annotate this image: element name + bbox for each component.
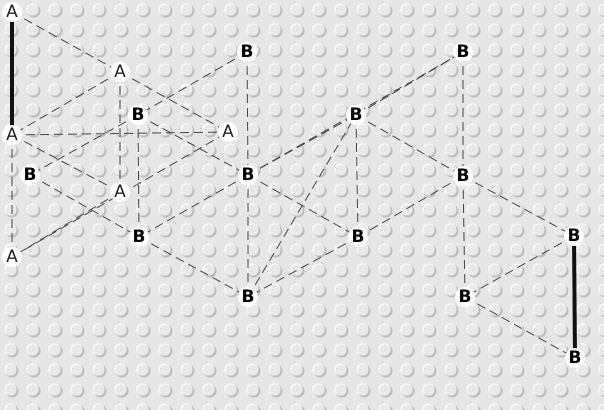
- node-label: B: [133, 227, 146, 247]
- edge-b7-b8: [355, 114, 359, 238]
- node-label: A: [6, 2, 18, 22]
- node-halo: [110, 62, 130, 82]
- node-halo: [564, 226, 584, 246]
- node-halo: [238, 165, 258, 185]
- node-label: B: [569, 348, 582, 368]
- node-a6: A: [218, 122, 238, 142]
- edge-b2-b5: [137, 114, 249, 176]
- node-label: B: [350, 105, 363, 125]
- node-b6: B: [238, 287, 258, 307]
- edge-b10-b11: [462, 175, 575, 237]
- node-label: B: [242, 287, 255, 307]
- node-label: A: [6, 247, 18, 267]
- node-b13: B: [565, 348, 585, 368]
- edge-b2-b3: [29, 114, 139, 176]
- node-halo: [2, 247, 22, 267]
- edge-b1-b2: [137, 51, 248, 116]
- node-b12: B: [455, 287, 475, 307]
- edge-layer: [10, 11, 577, 359]
- edge-a4-a6: [119, 71, 229, 133]
- node-a3: A: [2, 247, 22, 267]
- node-label: B: [132, 105, 145, 125]
- node-b10: B: [453, 166, 473, 186]
- node-halo: [346, 105, 366, 125]
- edge-b7-b9: [355, 51, 464, 116]
- node-label: A: [6, 125, 18, 145]
- edge-b1-b5: [246, 51, 249, 176]
- edge-b10-b12: [462, 175, 466, 298]
- node-b8: B: [348, 227, 368, 247]
- node-halo: [455, 287, 475, 307]
- node-a5: A: [110, 182, 130, 202]
- node-halo: [565, 348, 585, 368]
- node-halo: [238, 287, 258, 307]
- edge-b4-b6: [138, 236, 249, 298]
- node-halo: [128, 105, 148, 125]
- edge-b8-b6: [247, 236, 359, 298]
- node-b4: B: [129, 227, 149, 247]
- edge-b7-b10: [355, 114, 464, 177]
- node-label: B: [457, 42, 470, 62]
- node-label: A: [114, 62, 126, 82]
- node-label: B: [242, 165, 255, 185]
- edge-b11-b13: [572, 235, 577, 359]
- node-a4: A: [110, 62, 130, 82]
- node-label: A: [114, 182, 126, 202]
- node-halo: [237, 42, 257, 62]
- node-halo: [348, 227, 368, 247]
- edge-b5-b8: [247, 174, 359, 238]
- node-halo: [20, 165, 40, 185]
- edge-b8-b10: [357, 175, 464, 238]
- node-halo: [453, 42, 473, 62]
- node-label: B: [568, 226, 581, 246]
- node-label: B: [352, 227, 365, 247]
- node-halo: [2, 2, 22, 22]
- node-label: B: [457, 166, 470, 186]
- edge-b5-b4: [138, 174, 249, 238]
- node-label: B: [241, 42, 254, 62]
- node-halo: [129, 227, 149, 247]
- edge-a4-a2: [11, 71, 121, 136]
- node-a2: A: [2, 125, 22, 145]
- node-halo: [2, 125, 22, 145]
- edge-b2-b4: [137, 114, 140, 238]
- edge-b3-b4: [29, 174, 140, 238]
- node-b9: B: [453, 42, 473, 62]
- node-label: A: [222, 122, 234, 142]
- node-b11: B: [564, 226, 584, 246]
- node-a1: A: [2, 2, 22, 22]
- edge-b12-b13: [464, 296, 576, 359]
- edge-b6-b7: [247, 114, 357, 298]
- node-b7: B: [346, 105, 366, 125]
- node-b5: B: [238, 165, 258, 185]
- edge-b11-b12: [464, 235, 575, 298]
- edge-a1-a4: [11, 11, 121, 73]
- node-b1: B: [237, 42, 257, 62]
- node-b3: B: [20, 165, 40, 185]
- node-label: B: [459, 287, 472, 307]
- edge-a2-a5: [11, 134, 121, 193]
- node-b2: B: [128, 105, 148, 125]
- node-halo: [110, 182, 130, 202]
- node-halo: [218, 122, 238, 142]
- node-label: B: [24, 165, 37, 185]
- edge-a2-a6: [11, 131, 229, 136]
- node-halo: [453, 166, 473, 186]
